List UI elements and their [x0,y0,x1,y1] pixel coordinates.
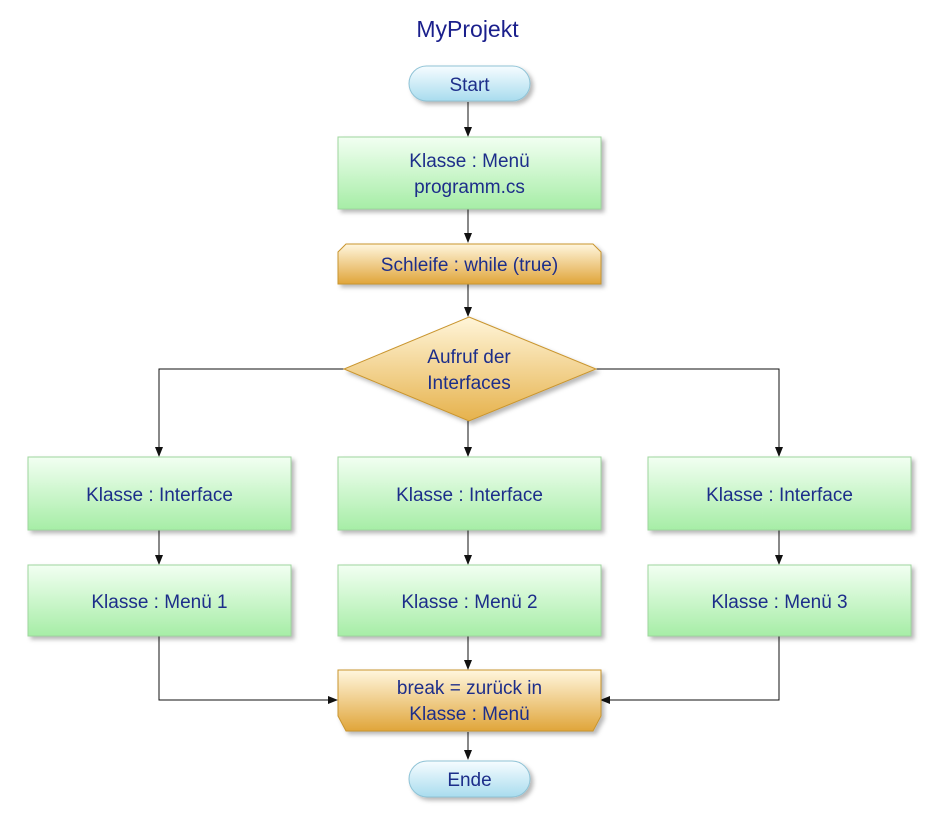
loop-end-node: break = zurück in Klasse : Menü [337,669,602,732]
interface-label-3: Klasse : Interface [706,485,853,506]
edge-menu3-loopend [600,636,780,704]
menu-label-3: Klasse : Menü 3 [711,592,847,613]
loop-start-label: Schleife : while (true) [381,255,558,276]
node-label-line: Klasse : Menü 1 [91,592,227,613]
menu-node-1: Klasse : Menü 1 [27,564,292,637]
edge-decision-interface3 [596,368,783,457]
node-label-line: Klasse : Menü [409,151,529,172]
interface-label-2: Klasse : Interface [396,485,543,506]
interface-node-1: Klasse : Interface [27,456,292,531]
node-label-line: programm.cs [414,177,525,198]
interface-label-1: Klasse : Interface [86,485,233,506]
loop-start-node: Schleife : while (true) [337,243,602,285]
connectors [155,102,783,760]
node-label-line: Klasse : Menü [409,704,529,725]
diagram-title: MyProjekt [416,16,519,42]
loop-end-label: break = zurück in Klasse : Menü [397,678,542,725]
menu-class-node: Klasse : Menü programm.cs [337,136,602,210]
node-label-line: Klasse : Interface [86,485,233,506]
node-label-line: Ende [447,770,491,791]
node-label-line: Klasse : Menü 3 [711,592,847,613]
interface-node-2: Klasse : Interface [337,456,602,531]
menu-label-1: Klasse : Menü 1 [91,592,227,613]
node-label-line: break = zurück in [397,678,542,699]
menu-node-2: Klasse : Menü 2 [337,564,602,637]
node-label-line: Klasse : Interface [396,485,543,506]
node-label-line: Start [449,75,490,96]
menu-class-label: Klasse : Menü programm.cs [409,151,529,198]
menu-node-3: Klasse : Menü 3 [647,564,912,637]
node-label-line: Klasse : Interface [706,485,853,506]
end-label: Ende [447,770,491,791]
node-label-line: Interfaces [427,373,510,394]
interface-node-3: Klasse : Interface [647,456,912,531]
node-label-line: Aufruf der [427,347,511,368]
node-label-line: Klasse : Menü 2 [401,592,537,613]
start-node: Start [408,65,531,102]
edge-decision-interface1 [155,368,346,457]
end-node: Ende [408,760,531,798]
edge-menu1-loopend [158,636,338,704]
start-label: Start [449,75,490,96]
menu-label-2: Klasse : Menü 2 [401,592,537,613]
node-label-line: Schleife : while (true) [381,255,558,276]
